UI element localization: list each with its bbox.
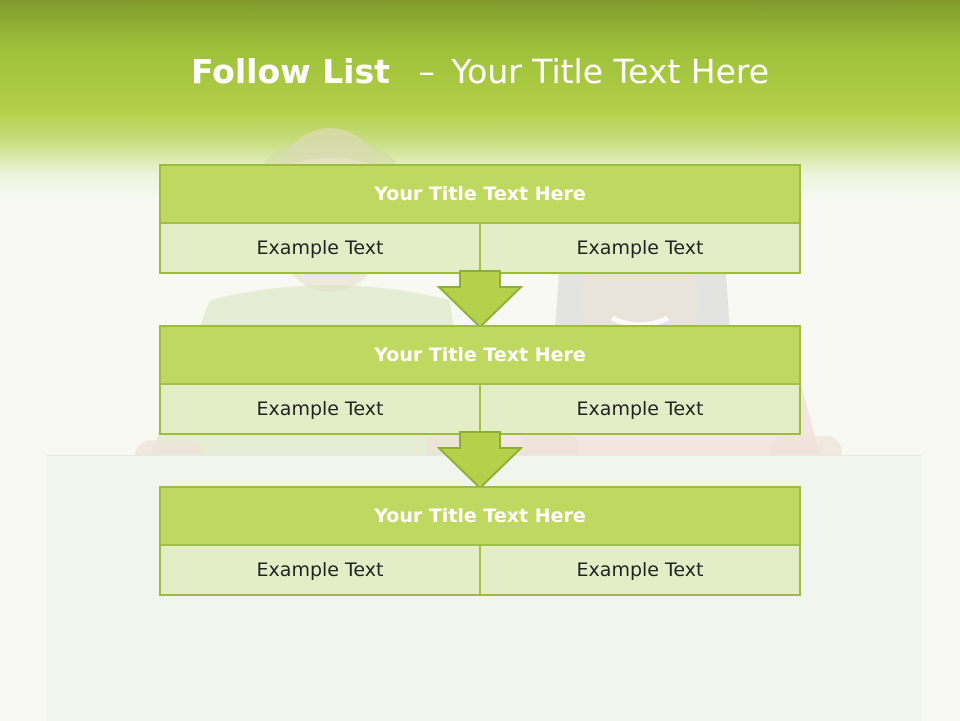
box-title: Your Title Text Here <box>161 166 799 224</box>
box-cell-left: Example Text <box>256 559 384 581</box>
box-row: Example Text Example Text <box>161 224 799 272</box>
box-title: Your Title Text Here <box>161 327 799 385</box>
box-cell-right: Example Text <box>479 224 799 272</box>
box-cell-left: Example Text <box>256 237 384 259</box>
slide-title-separator: – <box>418 52 435 91</box>
slide-title-rest: Your Title Text Here <box>451 52 770 91</box>
list-box-3: Your Title Text Here Example Text Exampl… <box>159 486 801 596</box>
box-row: Example Text Example Text <box>161 385 799 433</box>
down-arrow-icon <box>437 431 523 489</box>
slide-title: Follow List – Your Title Text Here <box>0 52 960 91</box>
slide-title-bold: Follow List <box>190 52 390 91</box>
box-cell-right: Example Text <box>479 385 799 433</box>
box-row: Example Text Example Text <box>161 546 799 594</box>
box-cell-right: Example Text <box>479 546 799 594</box>
down-arrow-icon <box>437 270 523 328</box>
box-cell-left: Example Text <box>256 398 384 420</box>
list-box-2: Your Title Text Here Example Text Exampl… <box>159 325 801 435</box>
list-box-1: Your Title Text Here Example Text Exampl… <box>159 164 801 274</box>
box-title: Your Title Text Here <box>161 488 799 546</box>
